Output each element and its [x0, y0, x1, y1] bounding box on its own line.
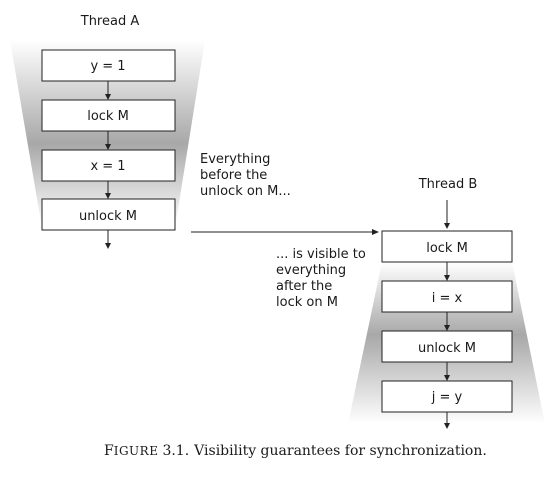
thread-a-step-4: unlock M — [41, 198, 176, 231]
thread-b-arrow-in — [444, 200, 450, 229]
thread-a-step-3: x = 1 — [41, 149, 176, 182]
thread-a-title: Thread A — [80, 14, 140, 29]
thread-a-step-1: y = 1 — [41, 49, 176, 82]
thread-b-step-2-label: i = x — [432, 291, 463, 306]
annotation-before-line-3: unlock on M... — [200, 184, 291, 199]
annotation-before: Everything before the unlock on M... — [200, 152, 291, 199]
thread-b-step-3: unlock M — [381, 330, 513, 363]
annotation-after: ... is visible to everything after the l… — [276, 247, 370, 310]
thread-b-arrow-out — [444, 412, 450, 429]
annotation-after-line-3: after the — [276, 279, 332, 294]
thread-a-step-3-label: x = 1 — [90, 159, 125, 174]
thread-b-step-4: j = y — [381, 380, 513, 413]
caption-number: 3.1. — [162, 443, 189, 459]
thread-b-arrow-2 — [444, 312, 450, 331]
thread-b-arrow-3 — [444, 362, 450, 381]
thread-b-title: Thread B — [418, 177, 478, 192]
thread-b-step-1: lock M — [381, 230, 513, 263]
thread-a-arrow-1 — [105, 81, 111, 100]
thread-b-step-4-label: j = y — [431, 390, 463, 405]
caption-label-rest: IGURE — [114, 444, 159, 458]
thread-a-arrow-out — [105, 230, 111, 249]
thread-a-step-1-label: y = 1 — [90, 59, 125, 74]
happens-before-arrow — [191, 229, 379, 235]
annotation-after-line-4: lock on M — [276, 295, 338, 310]
thread-a-step-2: lock M — [41, 99, 176, 132]
thread-a-arrow-2 — [105, 131, 111, 150]
annotation-before-line-2: before the — [200, 168, 267, 183]
annotation-after-line-2: everything — [276, 263, 346, 278]
thread-a-step-2-label: lock M — [87, 109, 129, 124]
thread-a-arrow-3 — [105, 181, 111, 199]
thread-a-step-4-label: unlock M — [79, 209, 137, 224]
annotation-after-line-1: ... is visible to — [276, 247, 366, 262]
annotation-before-line-1: Everything — [200, 152, 270, 167]
caption-label-initial: F — [104, 443, 114, 459]
caption-text: Visibility guarantees for synchronizatio… — [193, 443, 487, 459]
thread-b-step-3-label: unlock M — [418, 341, 476, 356]
thread-b-arrow-1 — [444, 262, 450, 281]
thread-b-step-2: i = x — [381, 280, 513, 313]
thread-b-step-1-label: lock M — [426, 241, 468, 256]
